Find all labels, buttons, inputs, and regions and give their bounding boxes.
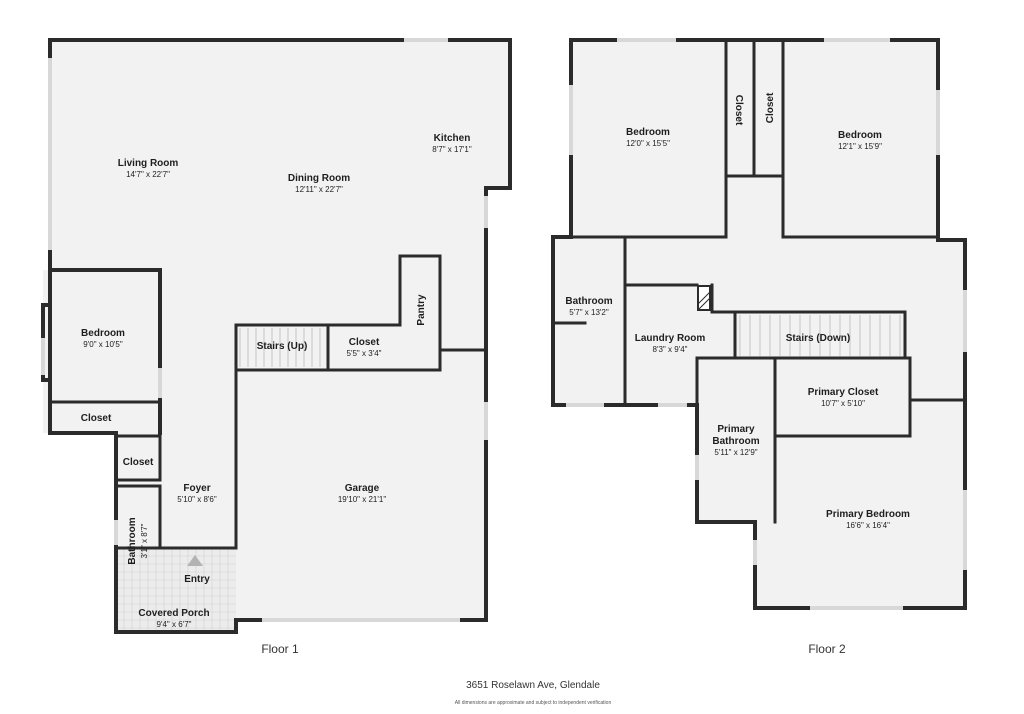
room-dims-primary-bathroom: 5'11" x 12'9" [714, 448, 757, 457]
room-label-bathroom: Bathroom [127, 517, 138, 564]
room-label-kitchen: Kitchen [434, 133, 471, 144]
room-dims-bedroom-2: 12'0" x 15'5" [626, 139, 670, 148]
stairs-up-graphic [239, 328, 321, 367]
stairs-down-graphic [739, 315, 901, 356]
room-label-laundry-room: Laundry Room [635, 333, 706, 344]
room-dims-covered-porch: 9'4" x 6'7" [157, 620, 192, 629]
room-dims-hall-closet: 5'5" x 3'4" [347, 349, 382, 358]
room-dims-garage: 19'10" x 21'1" [338, 495, 386, 504]
room-label-primary-bathroom-line2: Bathroom [712, 436, 759, 447]
room-label-bathroom-2: Bathroom [565, 296, 612, 307]
room-dims-kitchen: 8'7" x 17'1" [432, 145, 472, 154]
room-dims-laundry-room: 8'3" x 9'4" [653, 345, 688, 354]
room-label-bedroom-closet: Closet [81, 413, 112, 424]
room-label-foyer: Foyer [183, 483, 210, 494]
room-label-pantry: Pantry [416, 294, 427, 326]
room-label-entry: Entry [184, 574, 210, 585]
room-label-stairs-down: Stairs (Down) [786, 333, 850, 344]
floor-1-label: Floor 1 [261, 642, 299, 656]
room-label-covered-porch: Covered Porch [138, 608, 209, 619]
room-label-garage: Garage [345, 483, 380, 494]
room-dims-living-room: 14'7" x 22'7" [126, 170, 170, 179]
room-dims-bathroom-2: 5'7" x 13'2" [569, 308, 609, 317]
room-label-primary-bedroom: Primary Bedroom [826, 509, 910, 520]
floor-1-labels: Living Room 14'7" x 22'7" Dining Room 12… [81, 133, 472, 656]
room-label-primary-closet: Primary Closet [808, 387, 879, 398]
floor-2-labels: Bedroom 12'0" x 15'5" Closet Closet Bedr… [565, 92, 910, 656]
room-dims-primary-bedroom: 16'6" x 16'4" [846, 521, 890, 530]
room-label-stairs-up: Stairs (Up) [257, 341, 308, 352]
floor-2-label: Floor 2 [808, 642, 846, 656]
room-label-dining-room: Dining Room [288, 173, 350, 184]
room-label-bedroom-2: Bedroom [626, 127, 670, 138]
floor-2-plan [551, 38, 967, 610]
disclaimer-text: All dimensions are approximate and subje… [455, 700, 612, 706]
entry-arrow-icon [187, 555, 203, 566]
room-dims-primary-closet: 10'7" x 5'10" [821, 399, 865, 408]
room-label-closet-2a: Closet [733, 95, 744, 126]
room-label-closet-2b: Closet [765, 92, 776, 123]
room-label-bedroom: Bedroom [81, 328, 125, 339]
room-dims-foyer: 5'10" x 8'6" [177, 495, 217, 504]
room-dims-bedroom-3: 12'1" x 15'9" [838, 142, 882, 151]
room-label-foyer-closet: Closet [123, 457, 154, 468]
room-label-hall-closet: Closet [349, 337, 380, 348]
property-address: 3651 Roselawn Ave, Glendale [466, 680, 600, 691]
room-dims-bedroom: 9'0" x 10'5" [83, 340, 123, 349]
room-label-living-room: Living Room [118, 158, 179, 169]
porch-hatch [116, 547, 236, 632]
floor-1-plan [41, 38, 512, 634]
room-label-primary-bathroom-line1: Primary [717, 424, 755, 435]
room-label-bedroom-3: Bedroom [838, 130, 882, 141]
room-dims-dining-room: 12'11" x 22'7" [295, 185, 343, 194]
room-dims-bathroom: 3'1" x 8'7" [140, 523, 149, 558]
